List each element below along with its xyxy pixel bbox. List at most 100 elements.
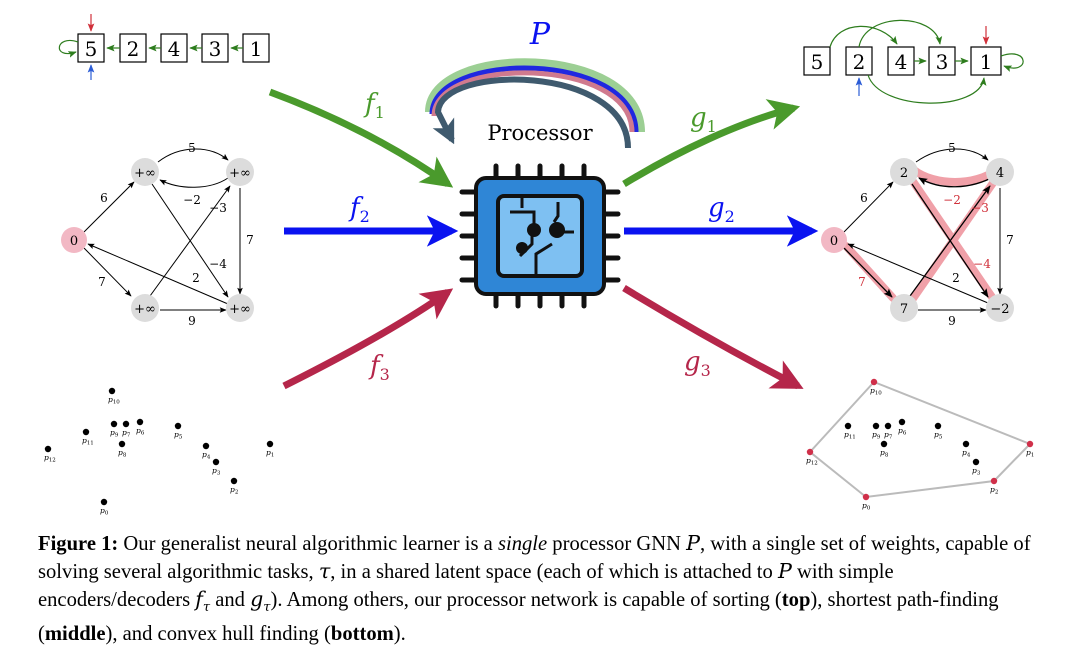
edge-weight: 7 (246, 233, 254, 247)
point-label: p5 (934, 430, 943, 441)
edge-weight: 6 (100, 191, 108, 205)
edge-weight: −3 (209, 201, 227, 215)
point-label: p5 (174, 430, 183, 441)
edge-weight: 7 (858, 275, 866, 289)
point-marker (118, 440, 126, 448)
point-label: p7 (122, 428, 131, 439)
sort-input-cell-3: 3 (201, 33, 229, 63)
svg-text:4: 4 (996, 166, 1004, 181)
sort-output-cell-2: 4 (887, 46, 915, 76)
point-label: p11 (844, 430, 856, 441)
graph-node: 4 (986, 158, 1014, 186)
point-label: p12 (44, 453, 56, 464)
figure-1-diagram: 5 2 4 3 1 5 (44, 14, 1034, 517)
point-label: p4 (962, 448, 971, 459)
edge-weight: −2 (183, 193, 201, 207)
svg-text:+∞: +∞ (134, 166, 156, 181)
svg-text:+∞: +∞ (229, 302, 251, 317)
point-label: p0 (100, 506, 109, 517)
sort-output-cell-4: 1 (970, 46, 1002, 76)
point-label: p0 (862, 501, 871, 512)
point-label: p2 (990, 485, 998, 496)
point-label: p6 (898, 426, 907, 437)
point-label: p2 (230, 485, 238, 496)
point-marker (266, 440, 274, 448)
point-label: p12 (806, 456, 818, 467)
svg-text:5: 5 (85, 37, 98, 61)
point-marker (82, 428, 90, 436)
processor-symbol: P (529, 17, 551, 52)
point-marker (174, 422, 182, 430)
svg-text:0: 0 (70, 234, 78, 249)
point-label: p9 (872, 430, 881, 441)
edge-weight: −4 (209, 257, 227, 271)
point-label: p3 (972, 466, 981, 477)
point-label: p8 (880, 448, 889, 459)
encoder-arrow-f3 (282, 288, 454, 390)
graph-node: 0 (61, 227, 87, 253)
svg-text:1: 1 (980, 50, 993, 74)
point-marker (212, 458, 220, 466)
svg-text:3: 3 (936, 50, 949, 74)
svg-text:5: 5 (811, 50, 824, 74)
graph-node: +∞ (131, 158, 159, 186)
edge-weight: 9 (188, 314, 196, 328)
edge-weight: 5 (188, 141, 196, 155)
graph-input: 0 +∞ +∞ +∞ +∞ 6 5 −2 7 9 2 7 −3 −4 (61, 141, 254, 328)
graph-node: 7 (890, 294, 918, 322)
svg-text:4: 4 (895, 50, 908, 74)
point-label: p9 (110, 428, 119, 439)
point-label: p1 (1026, 448, 1034, 459)
point-marker (230, 477, 238, 485)
point-marker (110, 420, 118, 428)
svg-text:7: 7 (900, 302, 908, 317)
sort-output-cell-3: 3 (928, 46, 956, 76)
point-marker (898, 418, 906, 426)
point-marker (990, 477, 998, 485)
graph-node: 2 (890, 158, 918, 186)
point-label: p7 (884, 430, 893, 441)
graph-node: −2 (986, 294, 1014, 322)
svg-text:3: 3 (209, 37, 222, 61)
point-label: p11 (82, 436, 94, 447)
edge-weight: 9 (948, 314, 956, 328)
point-marker (122, 420, 130, 428)
edge-weight: 6 (860, 191, 868, 205)
point-label: p10 (108, 395, 120, 406)
edge-weight: 7 (98, 275, 106, 289)
sort-output-cell-1: 2 (845, 46, 873, 76)
point-marker (962, 440, 970, 448)
sorting-output: 5 2 4 3 1 (803, 19, 1024, 104)
point-label: p6 (136, 426, 145, 437)
edge-weight: −4 (973, 257, 991, 271)
graph-node: +∞ (131, 294, 159, 322)
point-marker (136, 418, 144, 426)
point-marker (844, 422, 852, 430)
edge-weight: −2 (943, 193, 961, 207)
point-marker (870, 378, 878, 386)
sort-input-cell-0: 5 (77, 33, 105, 63)
decoder-arrow-g1 (622, 99, 801, 187)
encoder-label-f2: f2 (348, 193, 370, 226)
svg-text:−2: −2 (990, 302, 1009, 317)
point-marker (806, 448, 814, 456)
sort-input-cell-2: 4 (160, 33, 188, 63)
point-marker (202, 442, 210, 450)
decoder-label-g2: g2 (708, 193, 735, 226)
svg-text:2: 2 (853, 50, 866, 74)
processor-loop-arrow (425, 58, 645, 149)
sort-input-cell-4: 1 (242, 33, 270, 63)
sorting-input: 5 2 4 3 1 (58, 14, 270, 80)
caption-label: Figure 1: (38, 533, 119, 555)
graph-node: +∞ (226, 294, 254, 322)
sort-input-cell-1: 2 (119, 33, 147, 63)
decoder-label-g3: g3 (684, 347, 711, 380)
point-marker (872, 422, 880, 430)
encoder-label-f1: f1 (363, 89, 385, 122)
svg-text:0: 0 (830, 234, 838, 249)
point-label: p3 (212, 466, 221, 477)
graph-node: 0 (821, 227, 847, 253)
cpu-chip-icon (459, 163, 621, 309)
point-marker (44, 445, 52, 453)
